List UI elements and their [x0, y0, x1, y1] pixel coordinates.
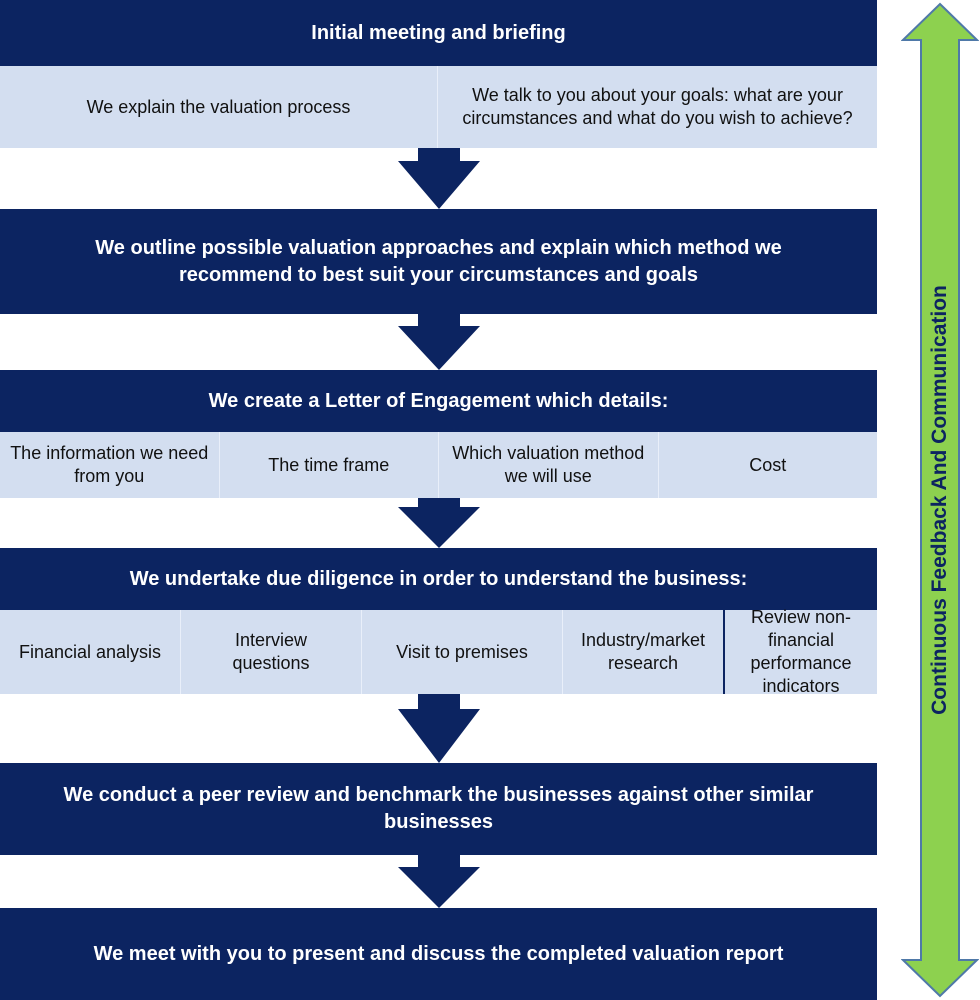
step-4-item: Visit to premises — [362, 610, 563, 694]
step-4-title: We undertake due diligence in order to u… — [0, 548, 877, 610]
double-arrow-icon — [901, 2, 979, 998]
step-6-title: We meet with you to present and discuss … — [0, 908, 877, 1000]
down-arrow-icon — [398, 694, 480, 763]
step-4-item: Interview questions — [181, 610, 362, 694]
step-4-item: Industry/market research — [563, 610, 725, 694]
step-1-item: We explain the valuation process — [0, 66, 438, 148]
step-3-item: The information we need from you — [0, 432, 220, 498]
side-label: Continuous Feedback And Communication — [928, 285, 951, 715]
step-2-title: We outline possible valuation approaches… — [0, 209, 877, 314]
step-3-title: We create a Letter of Engagement which d… — [0, 370, 877, 432]
step-1-details: We explain the valuation process We talk… — [0, 66, 877, 148]
down-arrow-icon — [398, 314, 480, 370]
step-3-item: Which valuation method we will use — [439, 432, 659, 498]
step-3-item: The time frame — [220, 432, 439, 498]
step-1-item: We talk to you about your goals: what ar… — [462, 85, 853, 128]
step-5-title: We conduct a peer review and benchmark t… — [0, 763, 877, 855]
down-arrow-icon — [398, 498, 480, 548]
step-4-details: Financial analysis Interview questions V… — [0, 607, 877, 696]
step-3-item: Cost — [749, 454, 787, 475]
down-arrow-icon — [398, 855, 480, 908]
step-4-item: Review non-financial performance indicat… — [750, 607, 852, 696]
down-arrow-icon — [398, 148, 480, 209]
step-4-item: Financial analysis — [0, 610, 181, 694]
step-1-title: Initial meeting and briefing — [0, 0, 877, 66]
step-3-details: The information we need from you The tim… — [0, 432, 877, 498]
